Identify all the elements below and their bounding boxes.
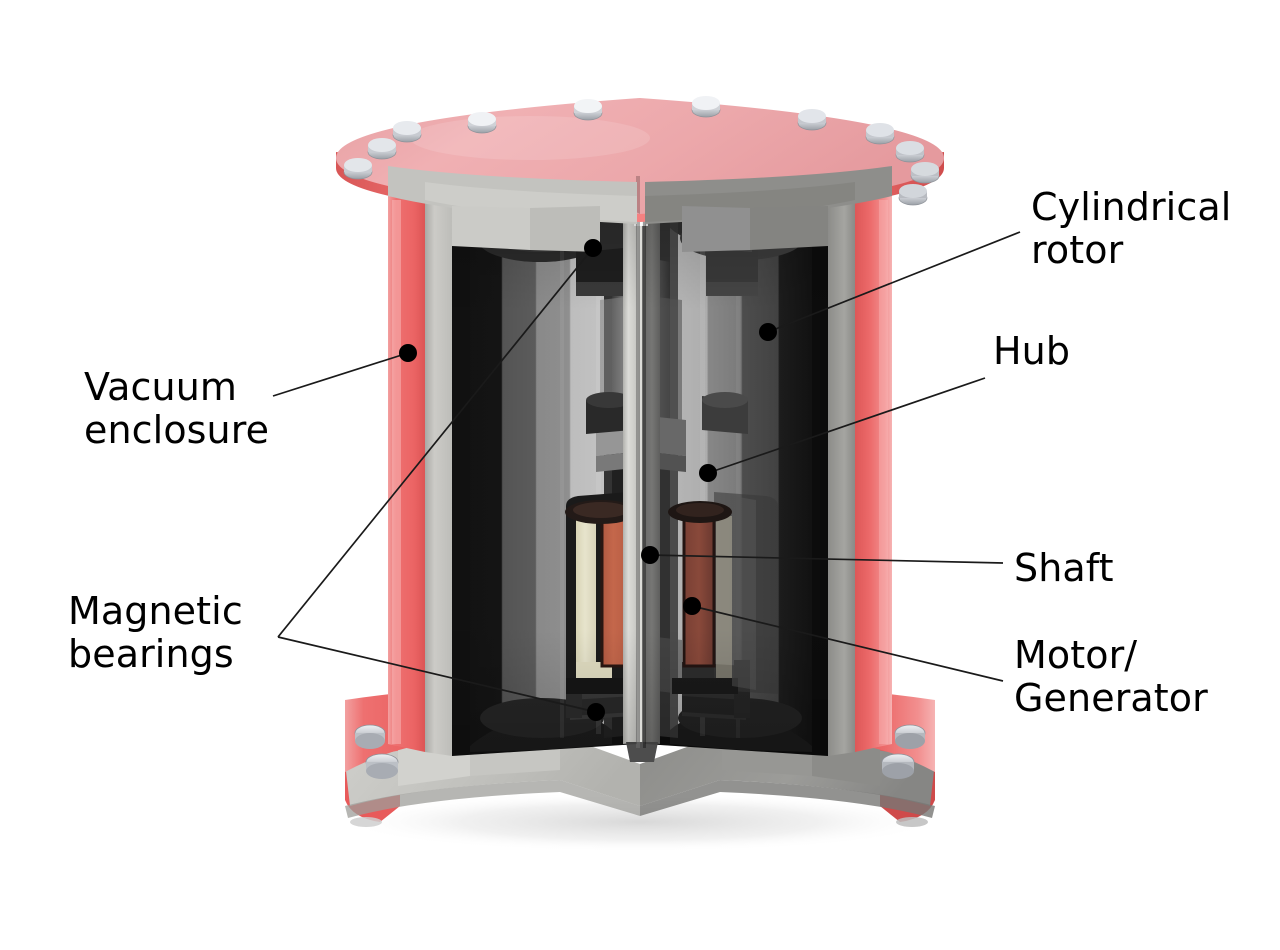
leader-vacuum-enclosure bbox=[272, 352, 409, 397]
leader-hub bbox=[707, 377, 986, 474]
label-magnetic-bearings: Magnetic bearings bbox=[68, 589, 243, 676]
label-vacuum-enclosure: Vacuum enclosure bbox=[84, 365, 270, 452]
callout-leaders bbox=[272, 231, 1021, 713]
base-bolts-left bbox=[354, 724, 399, 779]
label-shaft: Shaft bbox=[1014, 546, 1114, 590]
label-motor-generator: Motor/ Generator bbox=[1014, 633, 1208, 720]
leader-cylindrical-rotor bbox=[767, 231, 1021, 333]
dot-motor-generator bbox=[683, 597, 701, 615]
dot-hub bbox=[699, 464, 717, 482]
leader-magnetic-bearings-a bbox=[277, 247, 594, 638]
label-cylindrical-rotor: Cylindrical rotor bbox=[1031, 185, 1232, 272]
enclosure-top-cap bbox=[336, 96, 944, 252]
leader-shaft bbox=[649, 554, 1004, 564]
dot-cylindrical-rotor bbox=[759, 323, 777, 341]
dot-magnetic-bearing-top bbox=[584, 239, 602, 257]
dot-shaft bbox=[641, 546, 659, 564]
callout-dots bbox=[399, 239, 777, 721]
dot-vacuum-enclosure bbox=[399, 344, 417, 362]
top-cap-bolts bbox=[343, 96, 940, 206]
dot-magnetic-bearing-bottom bbox=[587, 703, 605, 721]
leader-motor-generator bbox=[691, 605, 1004, 682]
cutaway-edge bbox=[636, 176, 646, 748]
base-bolts-right bbox=[881, 724, 926, 779]
vacuum-enclosure-wall bbox=[388, 196, 892, 756]
leader-magnetic-bearings-b bbox=[277, 636, 597, 713]
label-hub: Hub bbox=[993, 329, 1071, 373]
floor-shadow bbox=[340, 792, 940, 852]
